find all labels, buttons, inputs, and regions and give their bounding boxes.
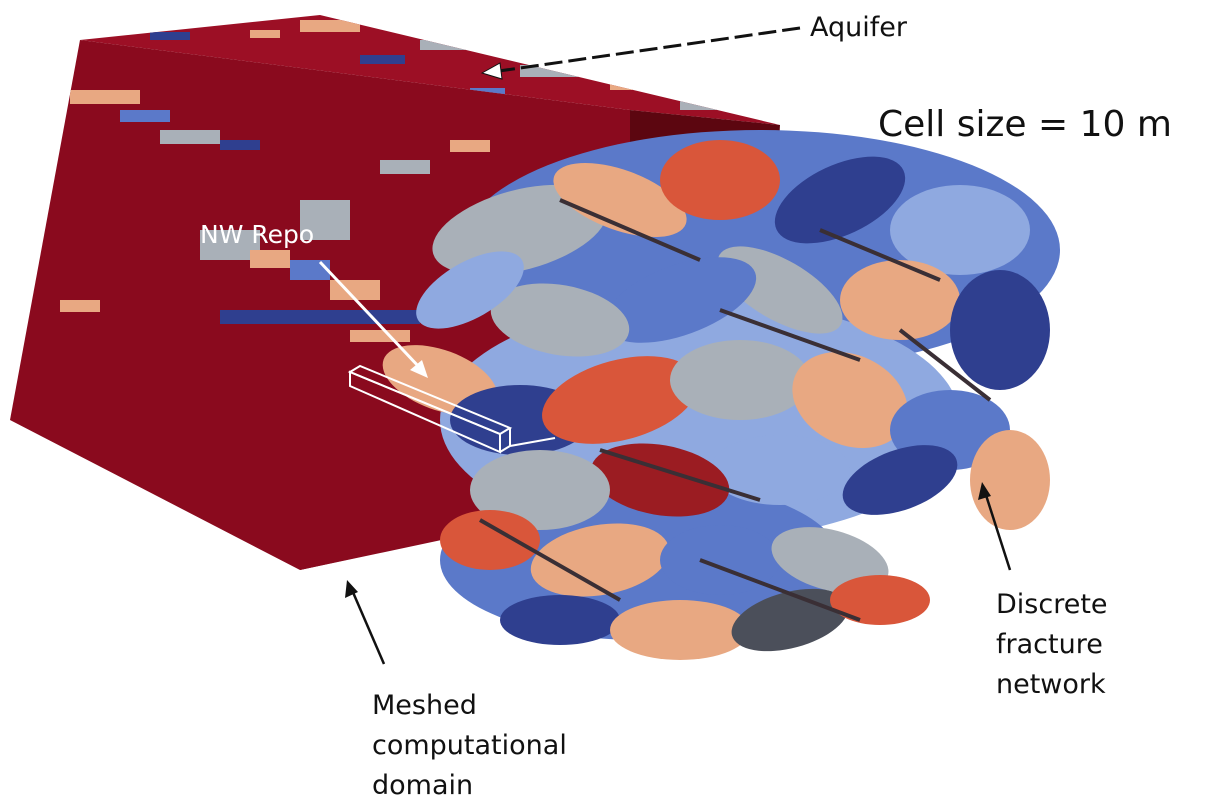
domain-front-patches	[60, 90, 490, 342]
meshed-domain-arrow	[350, 589, 386, 665]
nw-repo-arrowhead	[410, 360, 428, 378]
meshed-domain-label: Meshed computational domain	[372, 686, 672, 806]
cell-size-label: Cell size = 10 m	[878, 104, 1172, 145]
nw-repo-label: NW Repo	[200, 220, 315, 249]
fracture-traces	[479, 198, 992, 622]
dfn-label-line: Discrete	[996, 589, 1108, 620]
domain-top-face	[80, 15, 780, 125]
meshed-domain-arrowhead	[345, 580, 358, 598]
meshed-domain-label-line: domain	[372, 770, 474, 801]
dfn-arrow	[983, 491, 1012, 571]
dfn-label-line: fracture	[996, 629, 1103, 660]
dfn-label: Discrete fracture network	[996, 585, 1196, 705]
aquifer-arrow	[491, 26, 801, 74]
aquifer-arrowhead	[480, 62, 503, 80]
nw-repo-outline	[347, 364, 556, 454]
meshed-domain-label-line: computational	[372, 730, 567, 761]
annotation-arrows	[318, 26, 1012, 665]
dfn-label-line: network	[996, 669, 1106, 700]
meshed-domain-label-line: Meshed	[372, 690, 477, 721]
dfn-arrowhead	[978, 482, 991, 500]
fracture-network	[382, 130, 1060, 660]
aquifer-label: Aquifer	[810, 12, 907, 43]
nw-repo-arrow	[318, 260, 422, 370]
